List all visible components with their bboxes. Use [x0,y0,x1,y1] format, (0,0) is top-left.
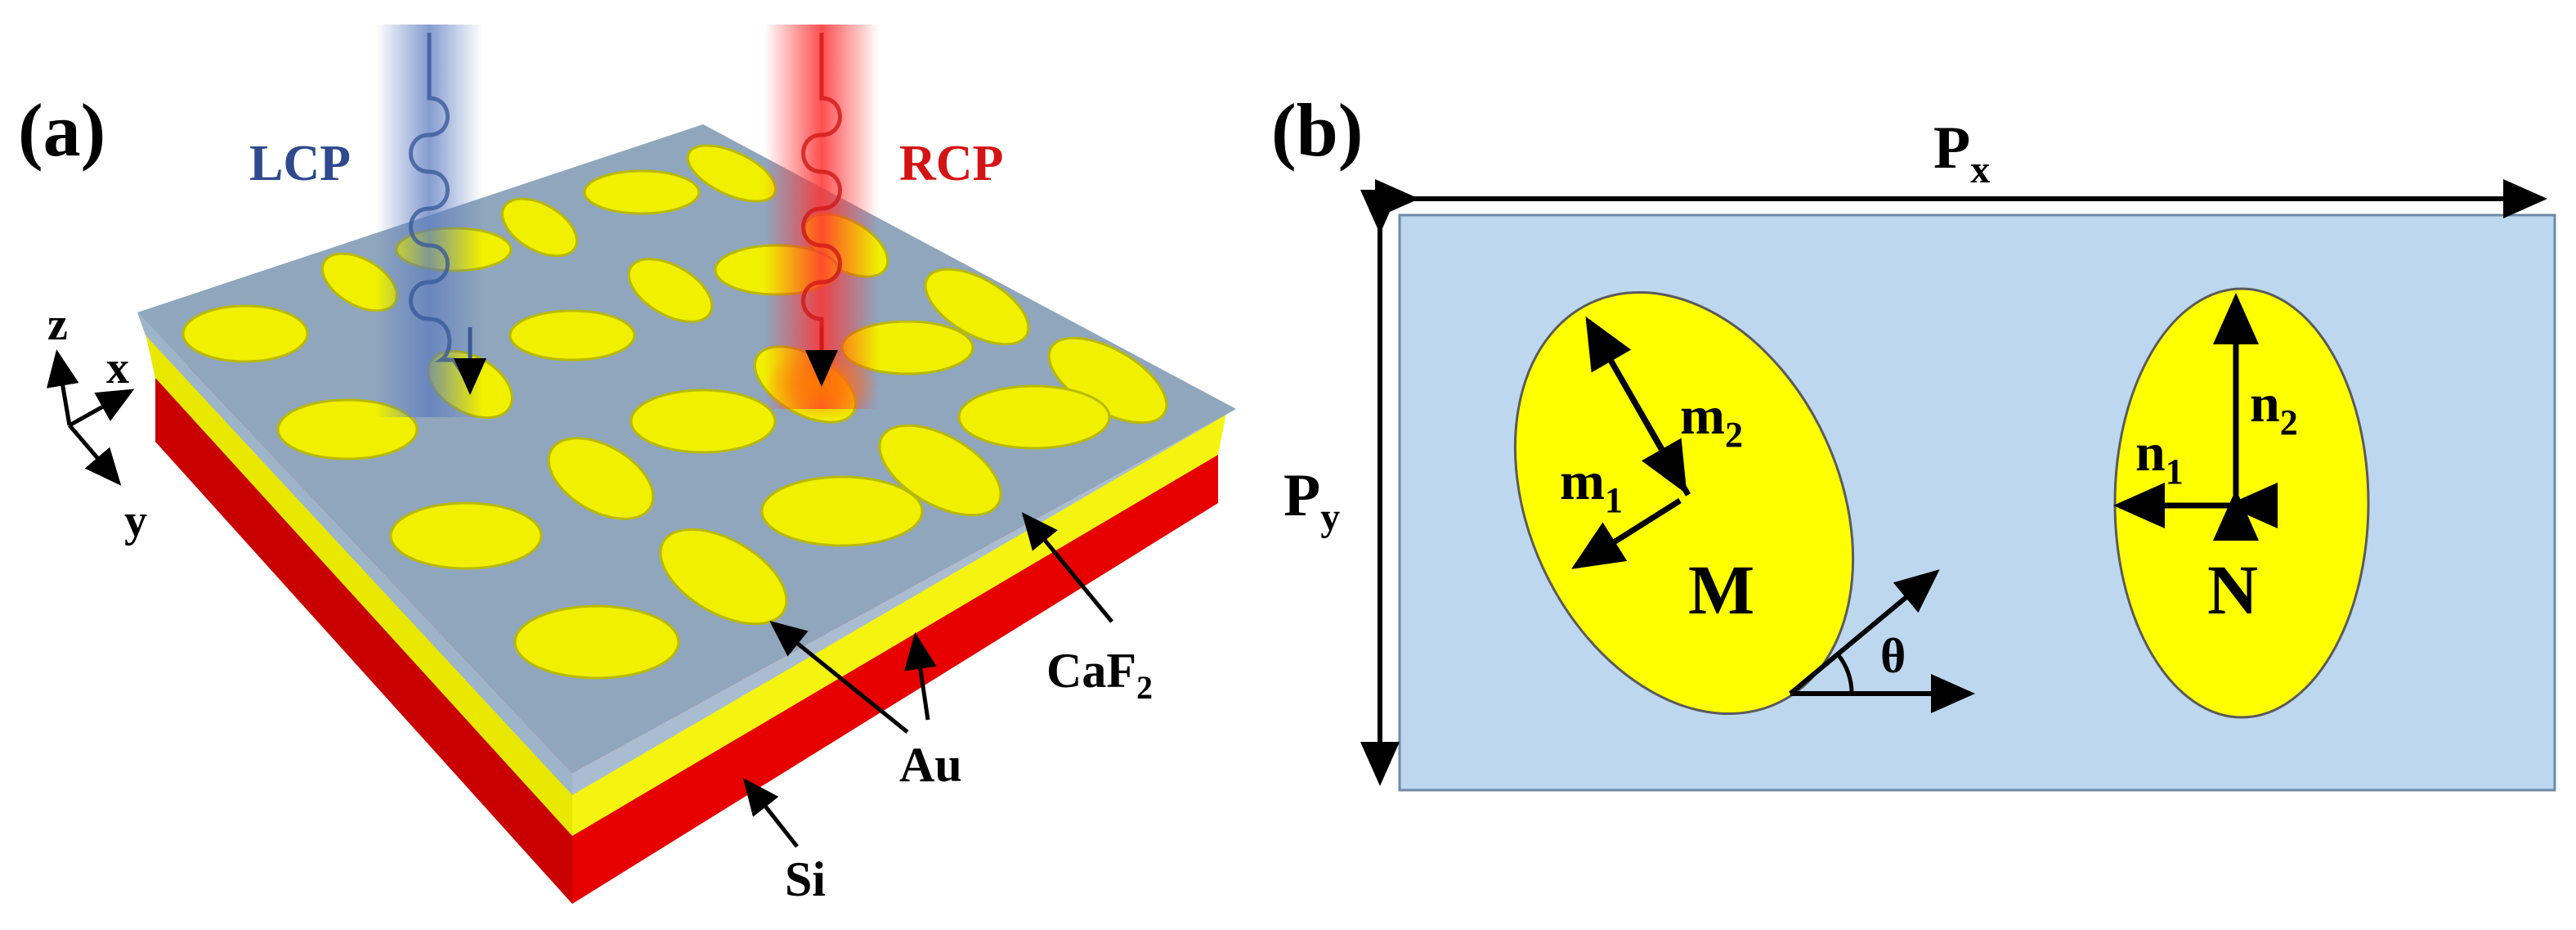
au-ellipse [878,424,1002,517]
m1-label: m [1560,452,1605,511]
ellipse-m [1513,290,1855,716]
panel-b: (b) Px Py m2 m1 M n2 n1 N θ [1271,88,2556,792]
caf2-callout-arrow [1021,512,1113,623]
n2-subscript: 2 [2280,402,2298,443]
axis-z-label: z [47,299,68,350]
py-subscript: y [1320,496,1340,539]
si-layer-front [155,376,572,904]
m2-arrow-back [1585,320,1687,495]
au-layer-side [572,413,1226,836]
caf2-side [572,409,1236,795]
lcp-label: LCP [249,136,351,191]
au-ellipse [500,197,579,258]
n1-label: n [2135,423,2166,483]
lcp-helix [409,33,473,386]
n2-label: n [2250,374,2280,434]
au-ellipse [508,309,636,362]
lcp-beam [376,25,486,417]
au-ellipse [760,475,924,547]
au-ellipse [629,389,777,454]
rcp-beam [764,25,879,421]
au-callout-arrow-ellipse [769,620,909,734]
au-ellipse [181,304,309,363]
au-ellipse [513,604,680,680]
au-ellipse [659,528,788,626]
panel-a: (a) [18,25,1236,906]
si-layer-side [572,454,1218,904]
au-ellipse [627,258,714,323]
svg-text:CaF2: CaF2 [1046,644,1153,706]
m2-label: m [1680,386,1725,446]
py-label: P [1284,462,1320,529]
au-ellipse [389,501,543,570]
n1-subscript: 1 [2166,452,2184,492]
au-ellipse [547,437,655,520]
panel-b-label: (b) [1271,88,1363,172]
n-label: N [2207,550,2258,629]
rcp-label: RCP [899,136,1003,191]
au-callout-arrow-layer [904,632,937,721]
axis-x-line [68,389,135,428]
si-callout-arrow [742,778,799,848]
axis-z-line [47,349,79,426]
theta-arc [1836,653,1854,694]
au-ellipse [924,267,1030,346]
caf2-subscript: 2 [1136,669,1153,706]
m1-arrow [1571,498,1682,569]
axes-triad [47,349,135,486]
rcp-helix [801,33,842,344]
svg-text:Px: Px [1933,115,1990,191]
theta-rotated-arrow [1789,569,1940,696]
caf2-label: CaF [1046,644,1136,698]
m-label: M [1688,550,1754,629]
caf2-front [137,312,572,795]
au-ellipse [583,169,701,215]
px-label: P [1933,115,1970,182]
si-label: Si [785,852,826,906]
svg-text:m1: m1 [1560,452,1623,520]
theta-label: θ [1880,629,1906,683]
svg-text:m2: m2 [1680,386,1743,455]
svg-text:n1: n1 [2135,423,2184,492]
px-subscript: x [1970,148,1990,191]
axis-y-label: y [124,496,147,546]
svg-text:n2: n2 [2250,374,2298,443]
panel-a-label: (a) [18,88,105,172]
m1-subscript: 1 [1605,480,1623,520]
au-label: Au [899,738,962,792]
m2-subscript: 2 [1725,415,1743,455]
au-layer-front [146,334,572,836]
axis-x-label: x [106,343,129,393]
svg-text:Py: Py [1284,462,1340,539]
au-ellipse [957,384,1111,450]
axis-y-line [68,424,122,486]
